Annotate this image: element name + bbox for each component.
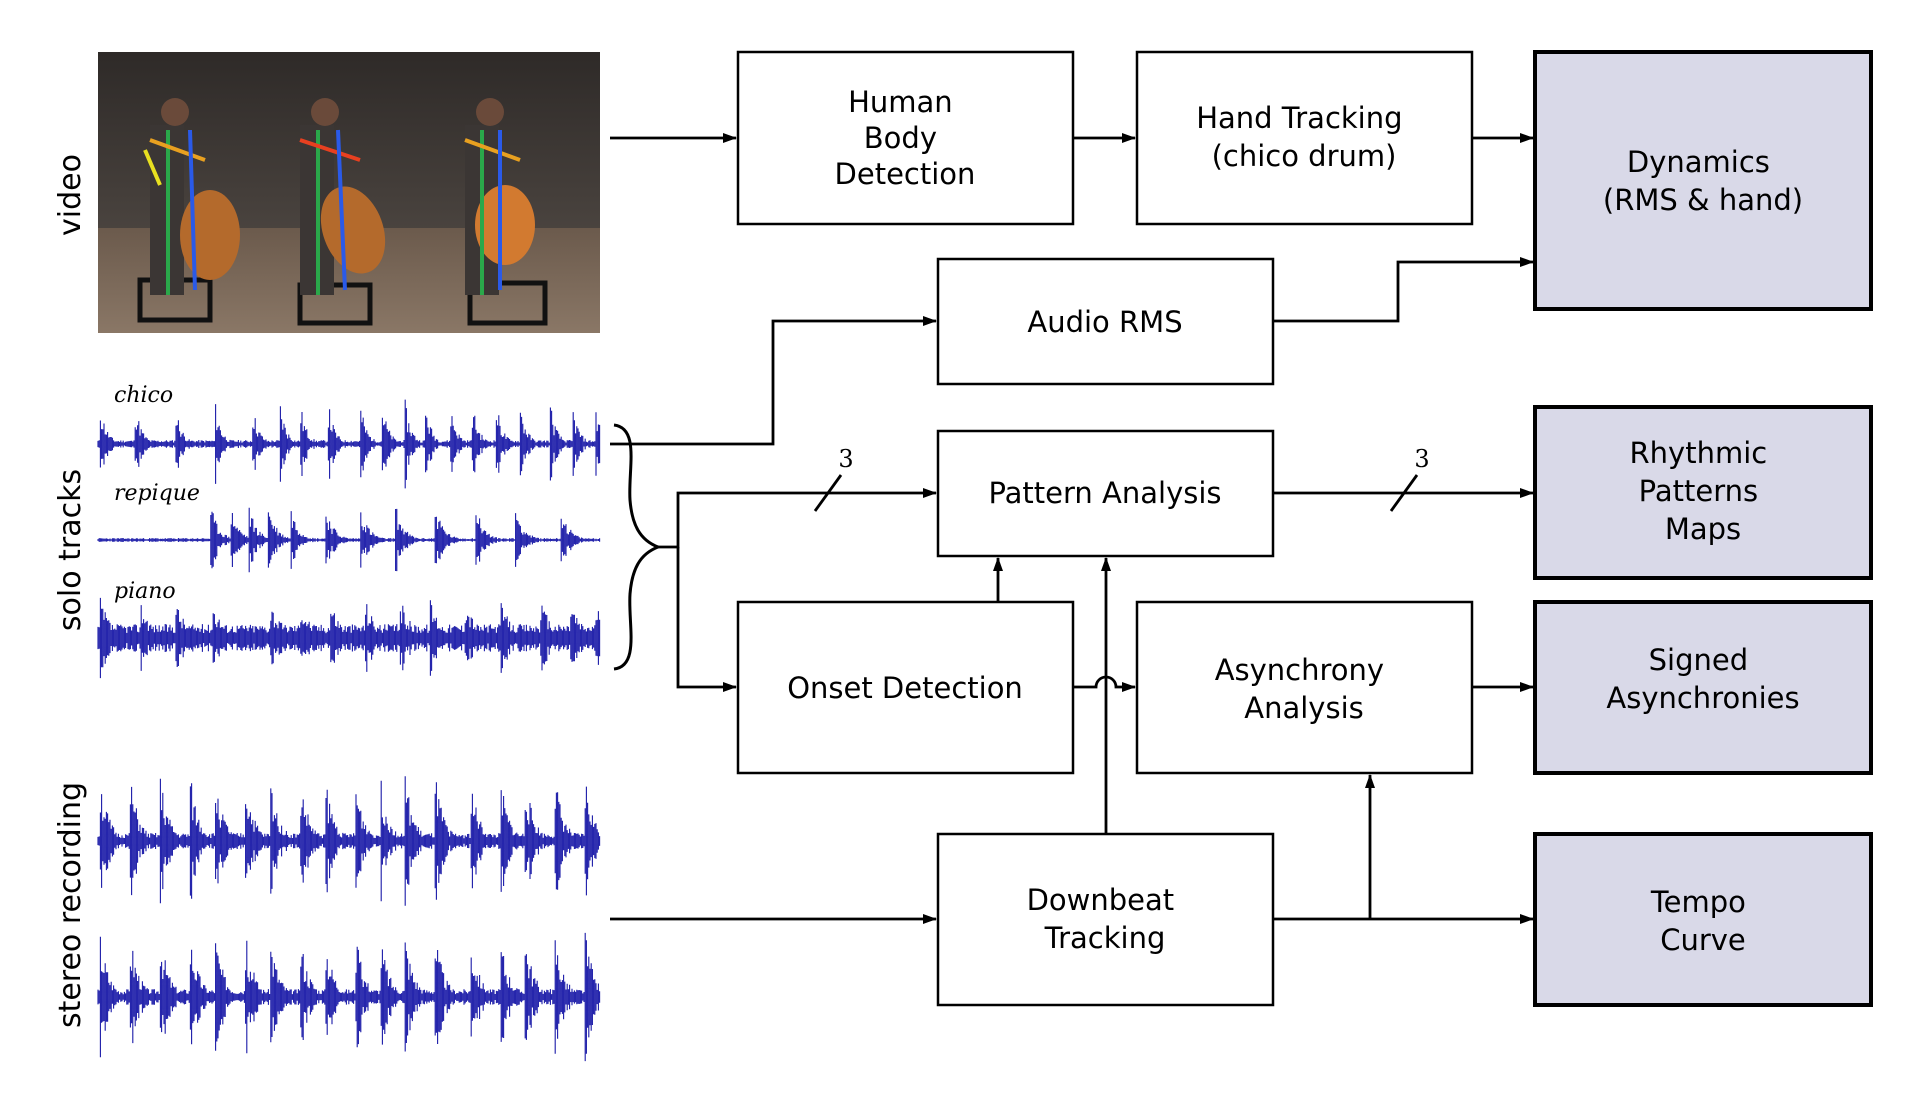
audio-rms-box [936, 257, 1275, 386]
track-name-chico: chico [114, 383, 173, 408]
bus-count-input: 3 [838, 445, 853, 473]
arrow-tracks-to-pattern [658, 488, 937, 549]
onset-detection-box [736, 600, 1075, 775]
bus-count-output: 3 [1414, 445, 1429, 473]
onset-detection-label: Onset Detection [787, 671, 1023, 705]
waveform-stereo-left [97, 776, 601, 906]
arrow-chico-to-rms [610, 316, 937, 446]
track-name-repique: repique [114, 481, 200, 506]
waveform-chico [97, 399, 601, 489]
track-name-piano: piano [114, 579, 176, 604]
video-label: video [53, 154, 88, 236]
pattern-analysis-box [936, 429, 1275, 558]
waveform-stereo-right [97, 932, 601, 1062]
asynchrony-analysis-label: Asynchrony Analysis [1215, 653, 1394, 725]
dynamics-output-box [1533, 50, 1873, 311]
stereo-recording-label: stereo recording [53, 782, 88, 1028]
solo-tracks-brace [613, 423, 663, 671]
pattern-analysis-label: Pattern Analysis [988, 476, 1221, 510]
hand-tracking-box [1135, 50, 1474, 226]
dynamics-label: Dynamics (RMS & hand) [1603, 145, 1803, 217]
downbeat-tracking-label: Downbeat Tracking [1027, 883, 1184, 955]
audio-rms-label: Audio RMS [1027, 305, 1182, 339]
tempo-curve-box [1533, 832, 1873, 1007]
asynchrony-analysis-box [1135, 600, 1474, 775]
waveform-repique [97, 507, 601, 573]
arrow-onset-to-asynchrony [1073, 675, 1136, 692]
arrow-rms-to-dynamics [1273, 257, 1534, 323]
rhythmic-patterns-maps-label: Rhythmic Patterns Maps [1630, 436, 1777, 546]
rhythmic-patterns-maps-box [1533, 405, 1873, 580]
hand-tracking-label: Hand Tracking (chico drum) [1196, 101, 1412, 173]
solo-tracks-label: solo tracks [53, 469, 88, 631]
signed-asynchronies-box [1533, 600, 1873, 775]
tempo-curve-label: Tempo Curve [1650, 885, 1755, 957]
human-body-detection-label: Human Body Detection [835, 85, 976, 191]
signed-asynchronies-label: Signed Asynchronies [1606, 643, 1799, 715]
waveform-piano [97, 597, 601, 679]
bus-slash-input [813, 474, 843, 512]
downbeat-tracking-box [936, 832, 1275, 1007]
arrow-tracks-to-onset [676, 547, 737, 692]
human-body-detection-box [736, 50, 1075, 226]
bus-slash-output [1389, 474, 1419, 512]
drummers-photo-icon [98, 52, 600, 333]
